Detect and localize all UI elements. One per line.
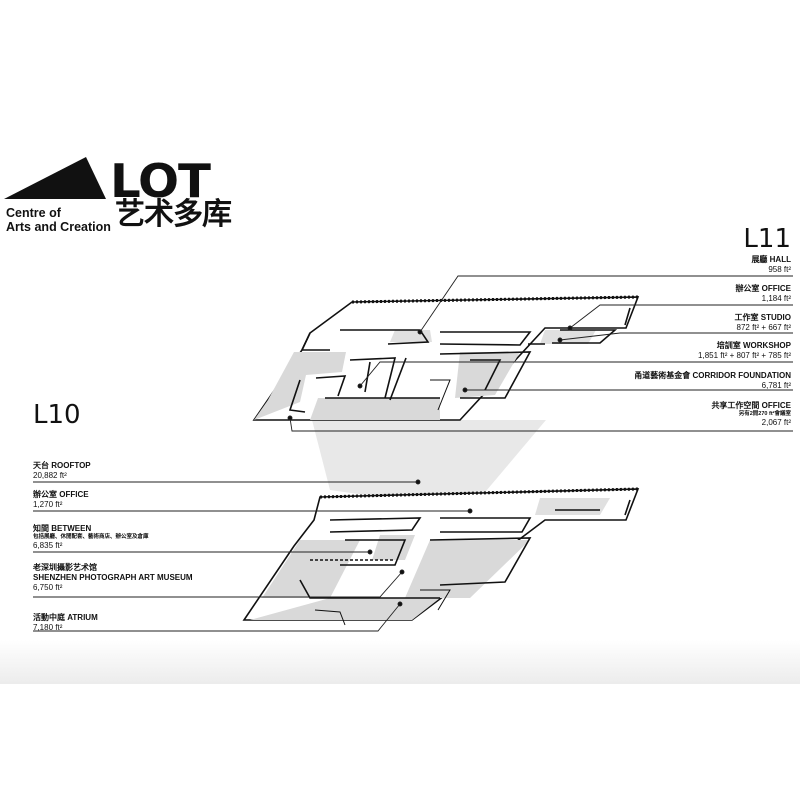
room-name: 天台 ROOFTOP <box>33 461 91 470</box>
room-note: 另有2間270 ft²會議室 <box>738 411 791 417</box>
room-name: 甬道藝術基金會 CORRIDOR FOUNDATION <box>634 371 791 380</box>
room-area: 6,781 ft² <box>761 381 791 390</box>
room-name: 辦公室 OFFICE <box>33 490 89 499</box>
l11-shaded-area <box>455 352 520 398</box>
l11-shaded-area <box>540 330 596 344</box>
l11-coworking-label: 共享工作空間 OFFICE 另有2間270 ft²會議室 2,067 ft² <box>711 401 791 428</box>
l10-photo-museum-label: 老深圳攝影艺术馆 SHENZHEN PHOTOGRAPH ART MUSEUM … <box>33 563 193 593</box>
l11-studio-label: 工作室 STUDIO 872 ft² + 667 ft² <box>735 313 791 333</box>
l10-shaded-area <box>535 498 610 515</box>
room-name: 老深圳攝影艺术馆 <box>33 563 97 572</box>
l10-office-label: 辦公室 OFFICE 1,270 ft² <box>33 490 89 510</box>
l11-office-label: 辦公室 OFFICE 1,184 ft² <box>735 284 791 304</box>
room-area: 7,180 ft² <box>33 623 63 632</box>
room-name: 培訓室 WORKSHOP <box>716 341 791 350</box>
room-area: 6,750 ft² <box>33 583 63 592</box>
bottom-band <box>0 684 800 800</box>
room-note: 包括展廳、休閒配套、藝術商店、辦公室及倉庫 <box>33 534 149 540</box>
l11-corridor-foundation-label: 甬道藝術基金會 CORRIDOR FOUNDATION 6,781 ft² <box>634 371 791 391</box>
rooftop-slab <box>312 420 546 510</box>
room-area: 958 ft² <box>768 265 791 274</box>
l11-floor-plan <box>252 295 640 421</box>
l10-shaded-area <box>405 540 530 598</box>
level-11-title: L11 <box>743 224 791 254</box>
logo-subtitle-line1: Centre of <box>6 206 61 220</box>
room-area: 6,835 ft² <box>33 541 63 550</box>
l10-leaders <box>33 479 473 632</box>
logo-chinese-name: 艺术多库 <box>115 197 232 232</box>
logo-subtitle: Centre of Arts and Creation <box>6 206 111 234</box>
l10-between-label: 知間 BETWEEN 包括展廳、休閒配套、藝術商店、辦公室及倉庫 6,835 f… <box>33 524 149 551</box>
room-name: 工作室 STUDIO <box>734 313 791 322</box>
room-name: 展廳 HALL <box>751 255 791 264</box>
l10-atrium-label: 活動中庭 ATRIUM 7,180 ft² <box>33 613 98 633</box>
l11-leaders <box>287 275 793 432</box>
room-name: 共享工作空間 OFFICE <box>711 401 791 410</box>
room-area: 1,270 ft² <box>33 500 63 509</box>
room-name: 活動中庭 ATRIUM <box>33 613 98 622</box>
l11-shaded-area <box>390 330 432 342</box>
room-name: 知間 BETWEEN <box>33 524 92 533</box>
room-area: 1,184 ft² <box>761 294 791 303</box>
logo-subtitle-line2: Arts and Creation <box>6 220 111 234</box>
room-area: 2,067 ft² <box>761 418 791 427</box>
logo-brand: LOT <box>110 154 211 208</box>
l10-rooftop-label: 天台 ROOFTOP 20,882 ft² <box>33 461 91 481</box>
l10-floor-plan <box>242 487 640 626</box>
l10-shaded-area <box>262 540 360 598</box>
l11-hall-label: 展廳 HALL 958 ft² <box>751 255 791 275</box>
logo-triangle-icon <box>4 157 106 199</box>
l10-shaded-area <box>250 598 440 620</box>
level-10-title: L10 <box>33 400 81 430</box>
room-name-en: SHENZHEN PHOTOGRAPH ART MUSEUM <box>33 573 193 582</box>
room-area: 1,851 ft² + 807 ft² + 785 ft² <box>698 351 791 360</box>
room-area: 20,882 ft² <box>33 471 67 480</box>
l11-shaded-area <box>254 352 346 420</box>
room-area: 872 ft² + 667 ft² <box>736 323 791 332</box>
l11-workshop-label: 培訓室 WORKSHOP 1,851 ft² + 807 ft² + 785 f… <box>698 341 791 361</box>
bottom-shade <box>0 640 800 684</box>
l11-shaded-area <box>310 398 440 420</box>
room-name: 辦公室 OFFICE <box>735 284 791 293</box>
